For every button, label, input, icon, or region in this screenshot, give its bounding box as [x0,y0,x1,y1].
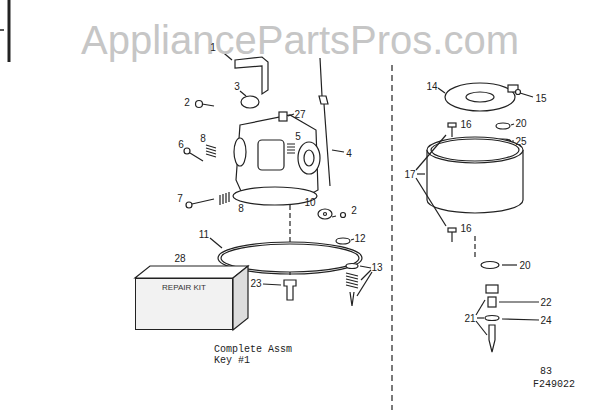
diagram-code: F249022 [533,379,575,390]
callout-number: 16 [460,119,471,130]
callout-number: 20 [515,118,526,129]
callout-number: 27 [294,109,305,120]
callout-number: 14 [426,81,437,92]
callout-number: 11 [199,229,209,240]
kit-label: REPAIR KIT [136,279,232,296]
callout-number: 28 [174,253,185,264]
callout-number: 1 [210,42,216,53]
diagram-code: 83 [540,366,552,377]
callout-number: 24 [540,315,551,326]
callout-number: 10 [304,197,315,208]
callout-number: 23 [250,278,261,289]
watermark: AppliancePartsPros.com [81,18,519,62]
callout-number: 21 [464,313,475,324]
callout-number: 15 [535,93,546,104]
callout-number: 13 [371,262,382,273]
callout-number: 5 [295,131,301,142]
callout-number: 6 [178,139,184,150]
callout-number: 25 [515,136,526,147]
callout-number: 4 [346,148,352,159]
callout-number: 7 [177,193,183,204]
callout-number: 12 [354,233,365,244]
repair-kit-box: REPAIR KIT [135,278,233,330]
callout-number: 3 [234,81,240,92]
callout-number: 2 [184,97,190,108]
callout-number: 17 [404,169,415,180]
callout-number: 22 [540,297,551,308]
callout-number: 20 [519,260,530,271]
callout-number: 2 [351,205,357,216]
callout-number: 16 [460,223,471,234]
callout-number: 8 [238,203,244,214]
assembly-note: Complete Assm Key #1 [214,344,300,366]
callout-number: 8 [200,133,206,144]
